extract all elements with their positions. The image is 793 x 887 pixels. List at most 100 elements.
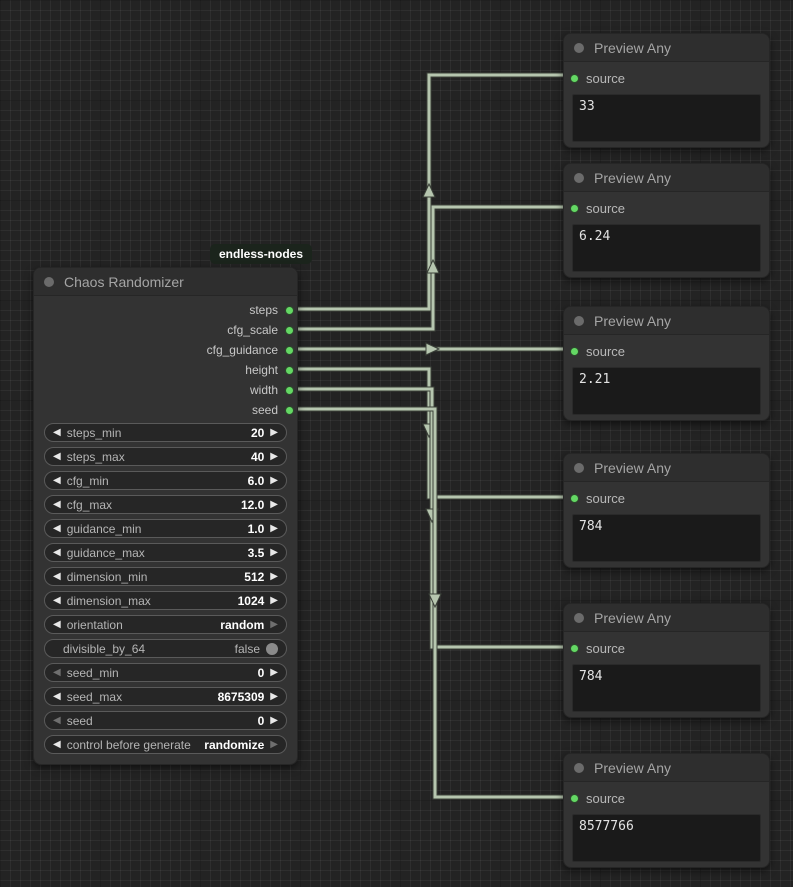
collapse-dot-icon[interactable] bbox=[574, 462, 584, 473]
widget-dimension-min[interactable]: ◀ dimension_min 512 ▶ bbox=[44, 567, 287, 586]
preview-value-box[interactable]: 784 bbox=[572, 664, 761, 712]
preview-node-header[interactable]: Preview Any bbox=[564, 164, 769, 192]
input-port-source[interactable] bbox=[570, 493, 579, 503]
preview-node-header[interactable]: Preview Any bbox=[564, 34, 769, 62]
collapse-dot-icon[interactable] bbox=[574, 315, 584, 326]
collapse-dot-icon[interactable] bbox=[574, 612, 584, 623]
wire-steps-to-preview-1[interactable] bbox=[291, 72, 571, 312]
node-title: Preview Any bbox=[594, 459, 672, 476]
preview-value-box[interactable]: 784 bbox=[572, 514, 761, 562]
widget-value[interactable]: 1024 bbox=[237, 593, 265, 608]
toggle-circle-icon[interactable] bbox=[266, 642, 278, 655]
output-port-seed[interactable] bbox=[285, 405, 294, 415]
widget-control-before-generate[interactable]: ◀ control before generate randomize ▶ bbox=[44, 735, 287, 754]
preview-node-header[interactable]: Preview Any bbox=[564, 454, 769, 482]
widget-value[interactable]: false bbox=[234, 641, 260, 656]
input-port-source[interactable] bbox=[570, 346, 579, 356]
preview-node-header[interactable]: Preview Any bbox=[564, 604, 769, 632]
widget-steps-max[interactable]: ◀ steps_max 40 ▶ bbox=[44, 447, 287, 466]
node-preview-any-6[interactable]: Preview Any source 8577766 bbox=[563, 753, 770, 868]
widget-value[interactable]: 1.0 bbox=[247, 521, 265, 536]
increment-arrow-icon[interactable]: ▶ bbox=[270, 522, 278, 534]
preview-value-box[interactable]: 33 bbox=[572, 94, 761, 142]
decrement-arrow-icon[interactable]: ◀ bbox=[53, 714, 61, 726]
decrement-arrow-icon[interactable]: ◀ bbox=[53, 738, 61, 750]
output-port-cfg-guidance[interactable] bbox=[285, 345, 294, 355]
increment-arrow-icon[interactable]: ▶ bbox=[270, 738, 278, 750]
decrement-arrow-icon[interactable]: ◀ bbox=[53, 618, 61, 630]
preview-value-box[interactable]: 2.21 bbox=[572, 367, 761, 415]
increment-arrow-icon[interactable]: ▶ bbox=[270, 594, 278, 606]
wire-width-to-preview-5[interactable] bbox=[291, 386, 571, 650]
preview-node-header[interactable]: Preview Any bbox=[564, 307, 769, 335]
widget-seed-min[interactable]: ◀ seed_min 0 ▶ bbox=[44, 663, 287, 682]
increment-arrow-icon[interactable]: ▶ bbox=[270, 498, 278, 510]
node-preview-any-4[interactable]: Preview Any source 784 bbox=[563, 453, 770, 568]
collapse-dot-icon[interactable] bbox=[574, 42, 584, 53]
widget-cfg-min[interactable]: ◀ cfg_min 6.0 ▶ bbox=[44, 471, 287, 490]
increment-arrow-icon[interactable]: ▶ bbox=[270, 618, 278, 630]
increment-arrow-icon[interactable]: ▶ bbox=[270, 450, 278, 462]
input-port-source[interactable] bbox=[570, 203, 579, 213]
input-port-source[interactable] bbox=[570, 73, 579, 83]
decrement-arrow-icon[interactable]: ◀ bbox=[53, 690, 61, 702]
widget-seed[interactable]: ◀ seed 0 ▶ bbox=[44, 711, 287, 730]
widget-orientation[interactable]: ◀ orientation random ▶ bbox=[44, 615, 287, 634]
widget-seed-max[interactable]: ◀ seed_max 8675309 ▶ bbox=[44, 687, 287, 706]
node-preview-any-2[interactable]: Preview Any source 6.24 bbox=[563, 163, 770, 278]
widget-value[interactable]: 512 bbox=[244, 569, 265, 584]
increment-arrow-icon[interactable]: ▶ bbox=[270, 690, 278, 702]
node-preview-any-1[interactable]: Preview Any source 33 bbox=[563, 33, 770, 148]
decrement-arrow-icon[interactable]: ◀ bbox=[53, 570, 61, 582]
node-preview-any-5[interactable]: Preview Any source 784 bbox=[563, 603, 770, 718]
output-port-height[interactable] bbox=[285, 365, 294, 375]
increment-arrow-icon[interactable]: ▶ bbox=[270, 666, 278, 678]
widget-steps-min[interactable]: ◀ steps_min 20 ▶ bbox=[44, 423, 287, 442]
wire-seed-to-preview-6[interactable] bbox=[291, 406, 571, 800]
wire-cfgguidance-to-preview-3[interactable] bbox=[291, 342, 571, 356]
widget-value[interactable]: randomize bbox=[204, 737, 265, 752]
node-preview-any-3[interactable]: Preview Any source 2.21 bbox=[563, 306, 770, 421]
widget-value[interactable]: 8675309 bbox=[217, 689, 265, 704]
widget-value[interactable]: 0 bbox=[257, 713, 265, 728]
widget-value[interactable]: random bbox=[220, 617, 265, 632]
decrement-arrow-icon[interactable]: ◀ bbox=[53, 498, 61, 510]
decrement-arrow-icon[interactable]: ◀ bbox=[53, 426, 61, 438]
increment-arrow-icon[interactable]: ▶ bbox=[270, 570, 278, 582]
chaos-node-header[interactable]: Chaos Randomizer bbox=[34, 268, 297, 296]
increment-arrow-icon[interactable]: ▶ bbox=[270, 546, 278, 558]
increment-arrow-icon[interactable]: ▶ bbox=[270, 426, 278, 438]
widget-dimension-max[interactable]: ◀ dimension_max 1024 ▶ bbox=[44, 591, 287, 610]
widget-value[interactable]: 12.0 bbox=[240, 497, 265, 512]
wire-cfgscale-to-preview-2[interactable] bbox=[291, 204, 571, 332]
node-chaos-randomizer[interactable]: Chaos Randomizer steps cfg_scale cfg_gui… bbox=[33, 267, 298, 765]
decrement-arrow-icon[interactable]: ◀ bbox=[53, 666, 61, 678]
decrement-arrow-icon[interactable]: ◀ bbox=[53, 474, 61, 486]
output-port-steps[interactable] bbox=[285, 305, 294, 315]
collapse-dot-icon[interactable] bbox=[574, 172, 584, 183]
output-port-width[interactable] bbox=[285, 385, 294, 395]
widget-value[interactable]: 40 bbox=[250, 449, 265, 464]
widget-value[interactable]: 0 bbox=[257, 665, 265, 680]
collapse-dot-icon[interactable] bbox=[574, 762, 584, 773]
widget-value[interactable]: 3.5 bbox=[247, 545, 265, 560]
preview-node-header[interactable]: Preview Any bbox=[564, 754, 769, 782]
increment-arrow-icon[interactable]: ▶ bbox=[270, 474, 278, 486]
increment-arrow-icon[interactable]: ▶ bbox=[270, 714, 278, 726]
widget-guidance-min[interactable]: ◀ guidance_min 1.0 ▶ bbox=[44, 519, 287, 538]
decrement-arrow-icon[interactable]: ◀ bbox=[53, 522, 61, 534]
output-port-cfg-scale[interactable] bbox=[285, 325, 294, 335]
widget-cfg-max[interactable]: ◀ cfg_max 12.0 ▶ bbox=[44, 495, 287, 514]
widget-value[interactable]: 6.0 bbox=[247, 473, 265, 488]
widget-guidance-max[interactable]: ◀ guidance_max 3.5 ▶ bbox=[44, 543, 287, 562]
decrement-arrow-icon[interactable]: ◀ bbox=[53, 594, 61, 606]
input-port-source[interactable] bbox=[570, 793, 579, 803]
widget-value[interactable]: 20 bbox=[250, 425, 265, 440]
preview-value-box[interactable]: 8577766 bbox=[572, 814, 761, 862]
widget-divisible-by-64[interactable]: divisible_by_64 false bbox=[44, 639, 287, 658]
collapse-dot-icon[interactable] bbox=[44, 276, 54, 287]
preview-value-box[interactable]: 6.24 bbox=[572, 224, 761, 272]
decrement-arrow-icon[interactable]: ◀ bbox=[53, 546, 61, 558]
input-port-source[interactable] bbox=[570, 643, 579, 653]
decrement-arrow-icon[interactable]: ◀ bbox=[53, 450, 61, 462]
